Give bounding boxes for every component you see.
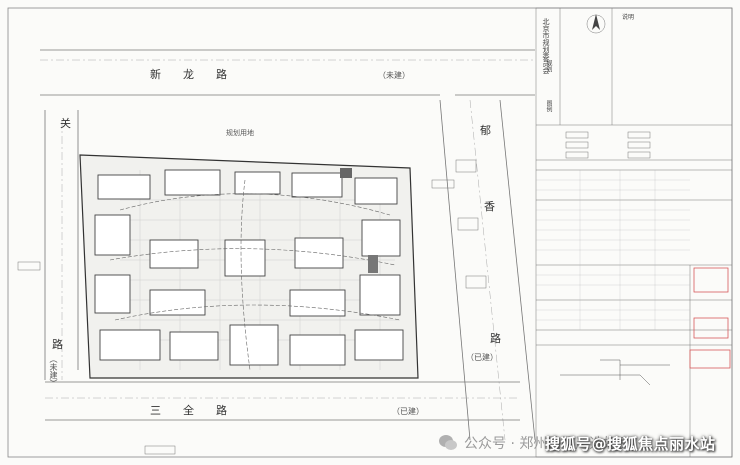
road-east-char-3: 路 bbox=[490, 332, 501, 345]
wechat-watermark: 公众号 · 郑州路强严选好房 bbox=[438, 428, 631, 458]
road-east-char-1: 郁 bbox=[480, 124, 491, 137]
wechat-watermark-text: 公众号 · 郑州路强严选好房 bbox=[464, 436, 632, 452]
road-east-status: （已建） bbox=[466, 353, 498, 362]
north-arrow-icon bbox=[586, 14, 606, 34]
titleblock-notes-title: 说明 bbox=[622, 14, 635, 21]
titleblock-zh-label: 规划 bbox=[545, 60, 552, 72]
road-south-status: （已建） bbox=[392, 407, 424, 416]
site-label: 规划用地 bbox=[226, 129, 254, 137]
sohu-watermark: 搜狐号@搜狐焦点丽水站 bbox=[545, 428, 716, 458]
road-west-status: （未建） bbox=[49, 355, 58, 387]
buildings bbox=[94, 169, 404, 366]
road-west-char-2: 路 bbox=[52, 338, 63, 351]
road-north-status: （未建） bbox=[378, 71, 410, 80]
wechat-icon bbox=[438, 434, 458, 452]
sohu-watermark-text: 搜狐号@搜狐焦点丽水站 bbox=[545, 434, 716, 453]
titleblock-legend-label: 图例 bbox=[545, 100, 552, 112]
road-east-char-2: 香 bbox=[484, 200, 495, 213]
road-west-char-1: 关 bbox=[60, 117, 71, 130]
titleblock-vertical-title: 北京市规划委员会 bbox=[542, 18, 550, 74]
red-stamp bbox=[693, 267, 729, 293]
road-north-label: 新 龙 路 bbox=[150, 68, 227, 81]
road-south-label: 三 全 路 bbox=[150, 404, 227, 417]
